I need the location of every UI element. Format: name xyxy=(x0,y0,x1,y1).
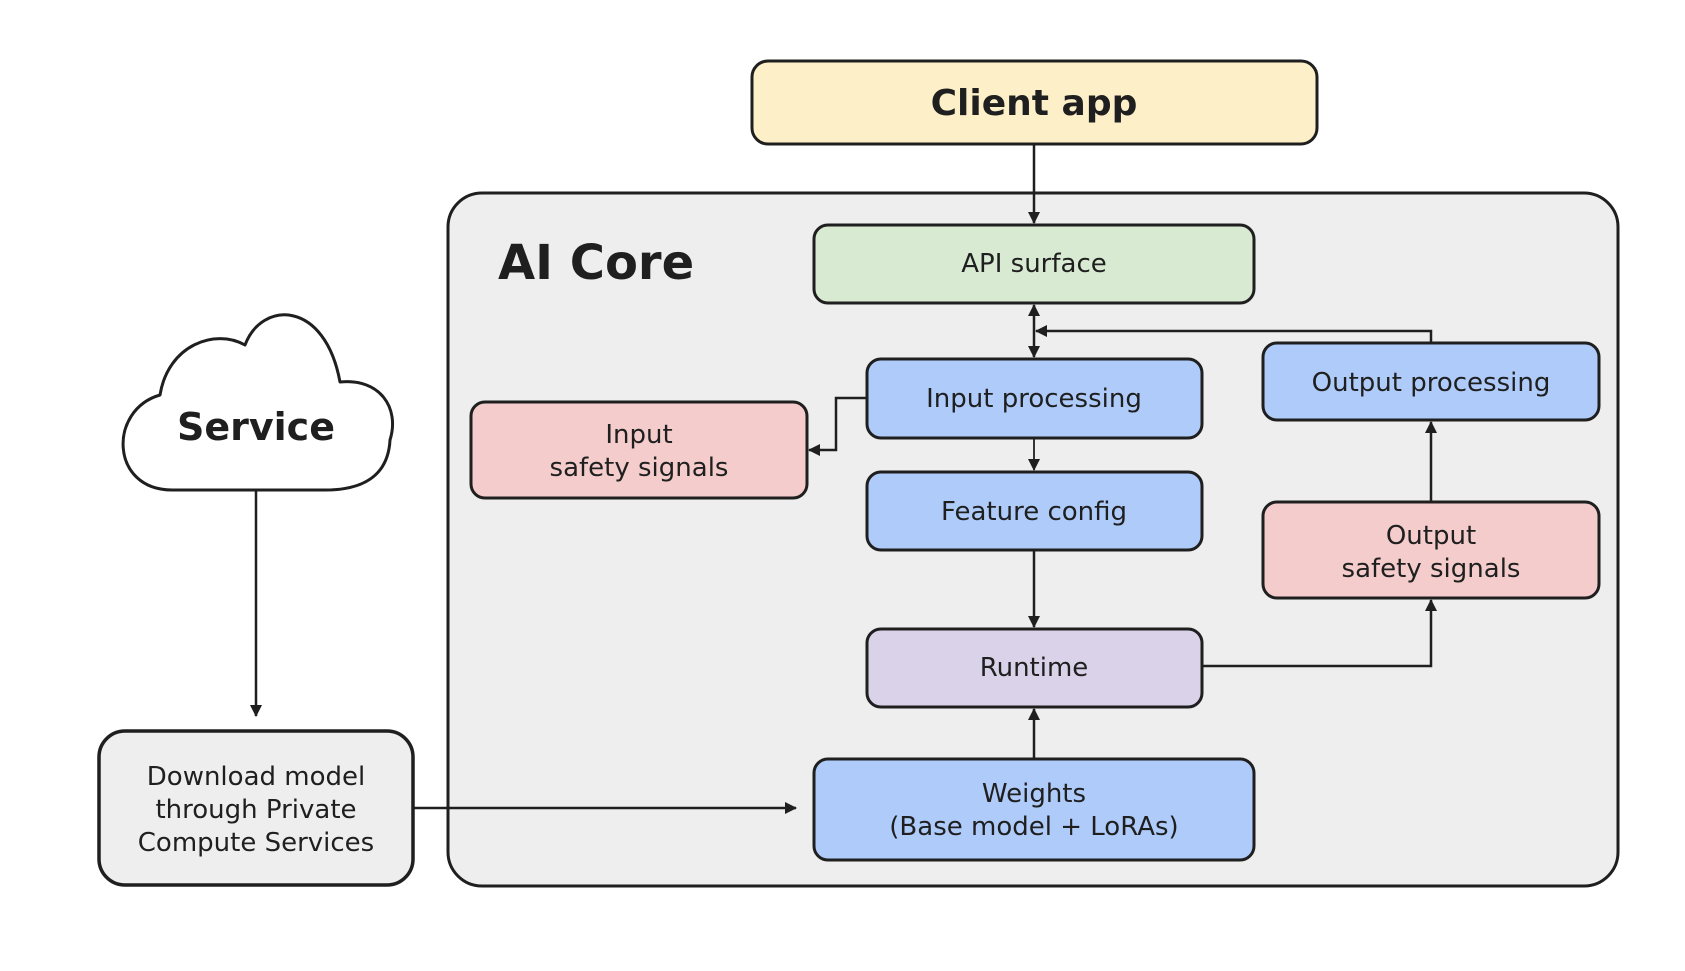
output-safety-line1: Output xyxy=(1386,521,1476,551)
output-processing-label: Output processing xyxy=(1312,368,1551,398)
download-line1: Download model xyxy=(147,762,365,792)
ai-core-title: AI Core xyxy=(498,235,694,291)
api-surface-box xyxy=(812,223,1256,305)
client-app-label: Client app xyxy=(931,83,1138,124)
feature-config-label: Feature config xyxy=(941,497,1127,527)
runtime-box xyxy=(865,627,1204,709)
download-line2: through Private xyxy=(155,795,356,825)
runtime-label: Runtime xyxy=(980,653,1089,683)
service-cloud-icon xyxy=(121,313,395,492)
arrow-output-to-api xyxy=(1035,325,1433,343)
arrow-input-to-safety xyxy=(808,396,867,456)
weights-box xyxy=(812,757,1256,862)
input-safety-line2: safety signals xyxy=(550,453,729,483)
api-surface-label: API surface xyxy=(961,249,1107,279)
download-line3: Compute Services xyxy=(138,828,374,858)
input-processing-label: Input processing xyxy=(926,384,1142,414)
weights-line2: (Base model + LoRAs) xyxy=(889,812,1178,842)
weights-line1: Weights xyxy=(982,779,1086,809)
input-safety-signals-box xyxy=(469,400,809,500)
arrow-runtime-to-output-safety xyxy=(1202,599,1437,668)
input-safety-line1: Input xyxy=(605,420,672,450)
output-safety-line2: safety signals xyxy=(1342,554,1521,584)
service-label: Service xyxy=(177,405,335,449)
